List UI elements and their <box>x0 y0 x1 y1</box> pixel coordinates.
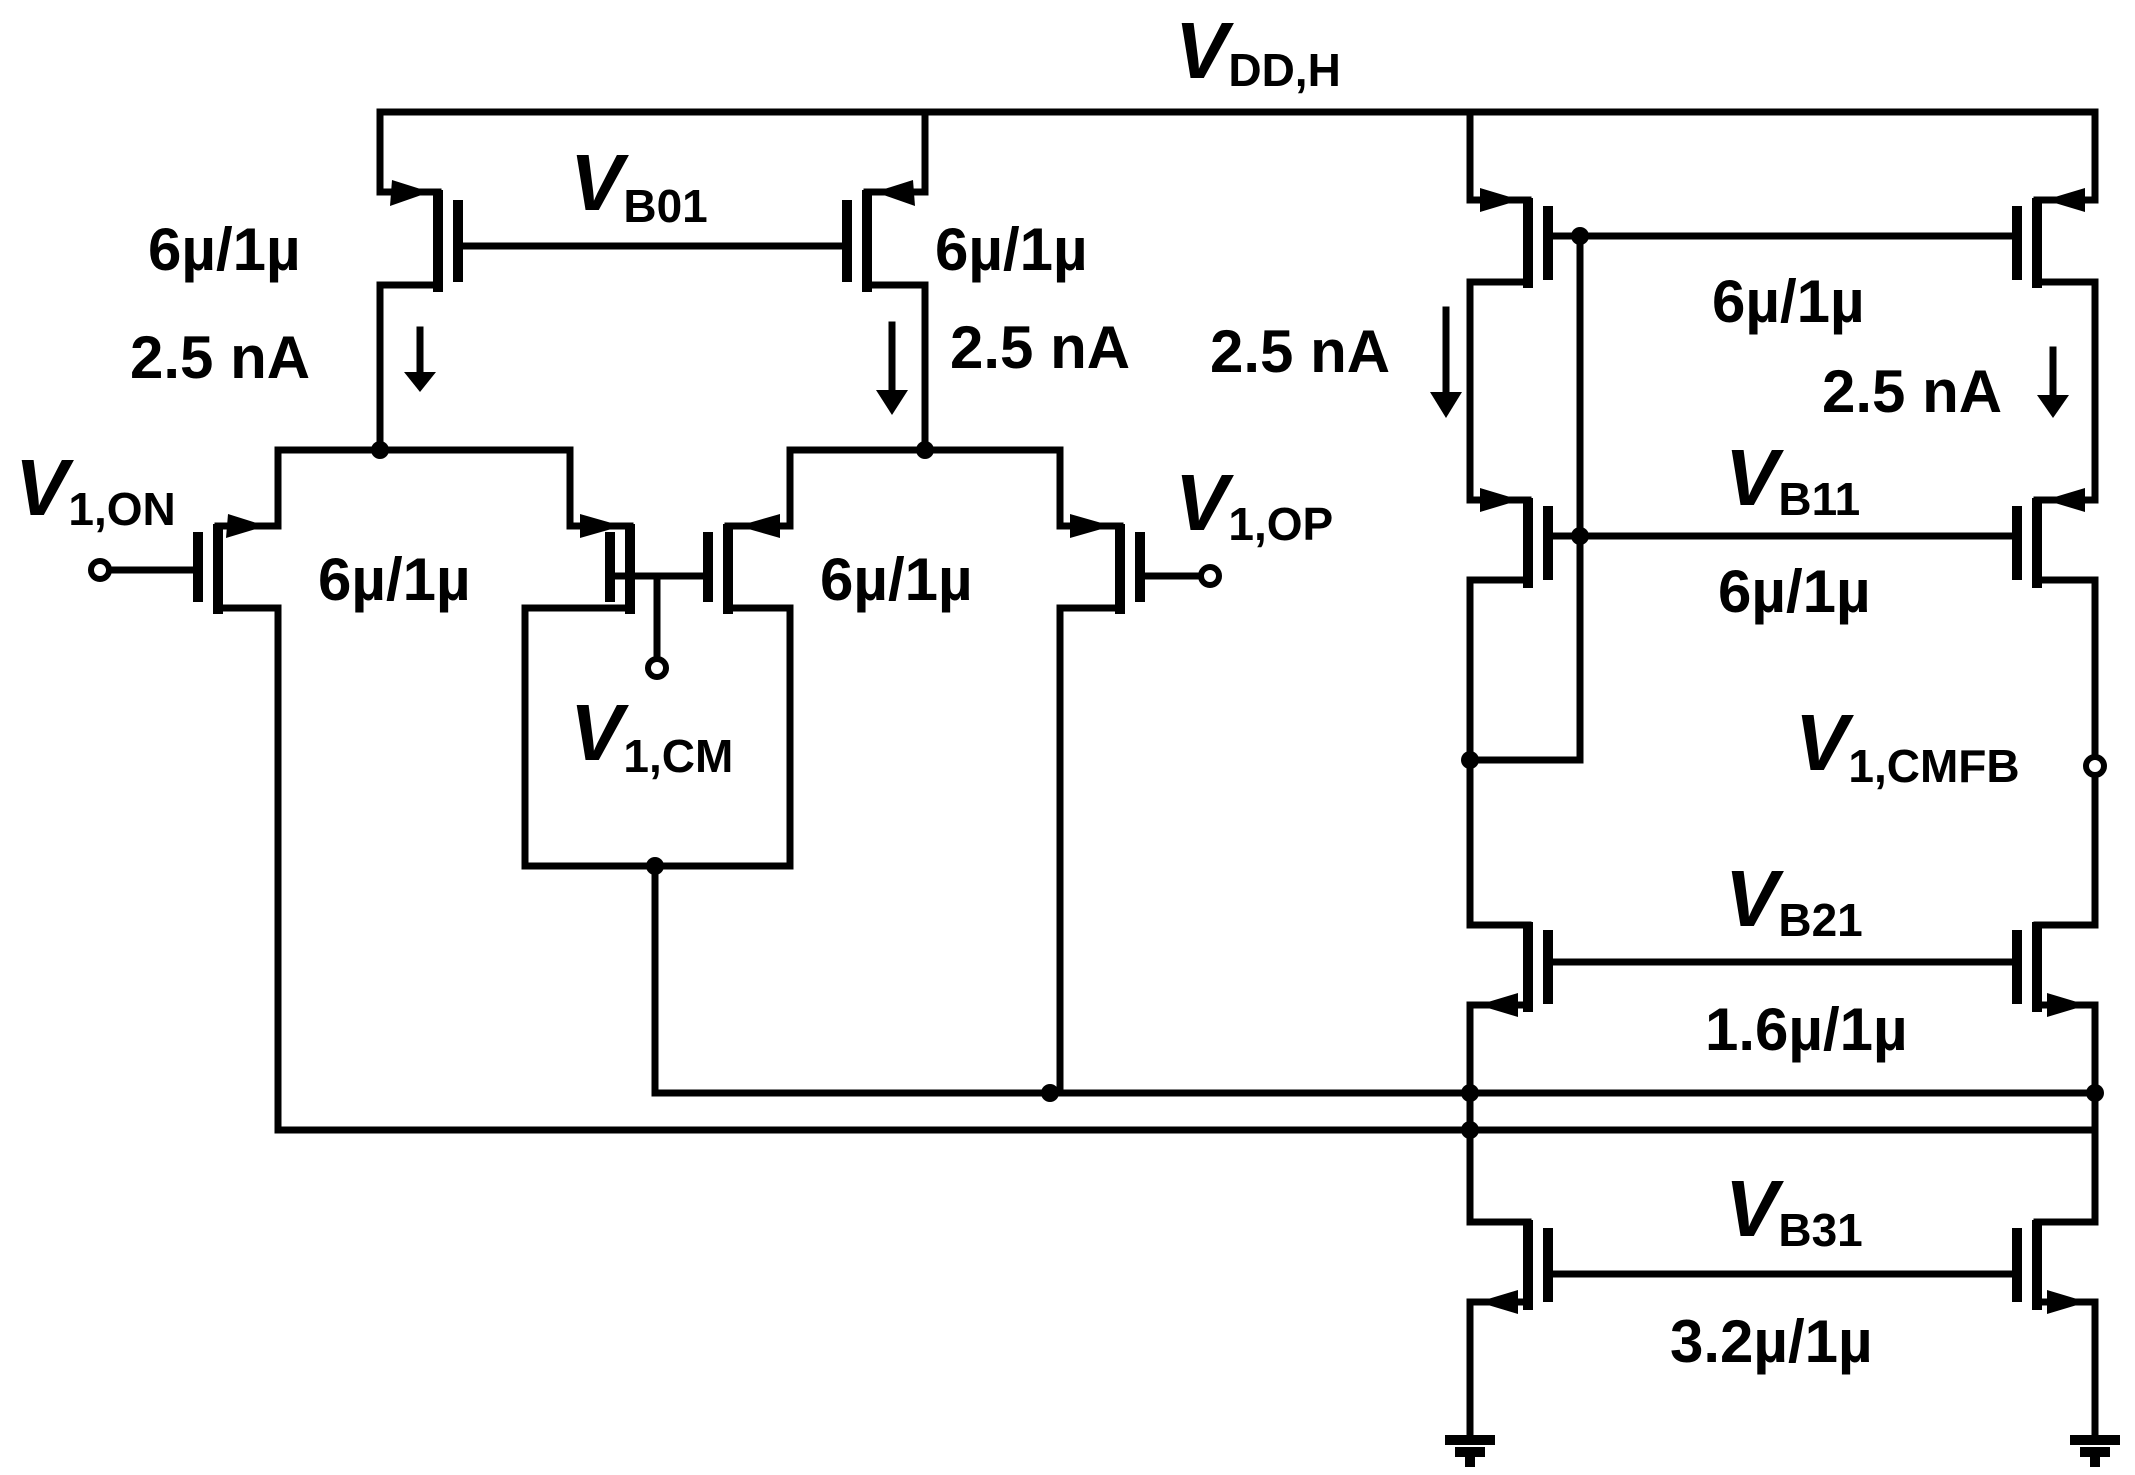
cmfb-left-arrows <box>1480 188 1520 212</box>
current-arrow-right2-head <box>2037 395 2069 418</box>
ground-left-icon <box>1445 1435 1495 1467</box>
cmfb-right-gates <box>2012 198 2042 1310</box>
cmfb-right-column <box>2033 108 2099 1444</box>
cmfb-right-arrows <box>2045 188 2085 212</box>
left-pair-arrows <box>226 514 266 538</box>
node-mid-tail <box>916 441 934 459</box>
arrow-m3 <box>738 514 780 538</box>
node-left-tail <box>371 441 389 459</box>
left-pair-wiring <box>214 446 1124 1134</box>
size-pmos-mid: 6µ/1µ <box>935 216 1088 283</box>
label-v1on: V1,ON <box>15 443 176 535</box>
cmfb-right-cas-arrow <box>2045 488 2085 512</box>
label-v1cm: V1,CM <box>570 688 733 782</box>
arrow-m4 <box>1070 514 1112 538</box>
cmfb-left-column <box>1466 108 1584 1444</box>
arrow-m2 <box>580 514 622 538</box>
cmfb-left-gates <box>1523 198 1553 1310</box>
node-bus-a <box>1041 1084 1059 1102</box>
current-left: 2.5 nA <box>130 324 310 391</box>
label-vb11: VB11 <box>1725 433 1860 525</box>
size-pair-right: 6µ/1µ <box>820 546 973 613</box>
tail-pmos-left <box>376 108 442 454</box>
bus-a <box>651 862 2099 1097</box>
current-arrow-mid-head <box>876 390 908 415</box>
v1cm-pin[interactable] <box>645 656 669 680</box>
node-diode <box>1571 227 1589 245</box>
tail-pmos-mid-arrow <box>875 180 915 206</box>
size-b31: 3.2µ/1µ <box>1670 1308 1873 1375</box>
size-cmfb-top: 6µ/1µ <box>1712 268 1865 335</box>
label-vdd: VDD,H <box>1175 6 1341 96</box>
tail-pmos-left-arrow <box>390 180 430 206</box>
cmfb-b21-arrow <box>1478 993 1518 1017</box>
node-cas <box>1571 527 1589 545</box>
current-right2: 2.5 nA <box>1822 358 2002 425</box>
current-mid: 2.5 nA <box>950 314 1130 381</box>
v1on-pin[interactable] <box>88 558 112 582</box>
label-vb31: VB31 <box>1725 1164 1863 1256</box>
size-pmos-left: 6µ/1µ <box>148 216 301 283</box>
tail-pmos-mid-gate <box>842 190 872 292</box>
label-vb21: VB21 <box>1725 854 1863 946</box>
current-arrow-right1-head <box>1430 392 1462 418</box>
v1op-pin[interactable] <box>1198 564 1222 588</box>
label-vb01: VB01 <box>570 138 708 232</box>
size-pair-left: 6µ/1µ <box>318 546 471 613</box>
tail-pmos-left-gate <box>433 190 463 292</box>
node-cmfb-left <box>1461 751 1479 769</box>
cmfb-cas-arrow <box>1480 488 1520 512</box>
v1cm-wire <box>606 572 712 664</box>
current-right1: 2.5 nA <box>1210 318 1390 385</box>
size-cmfb-cas: 6µ/1µ <box>1718 558 1871 625</box>
label-v1op: V1,OP <box>1175 458 1333 550</box>
size-b21: 1.6µ/1µ <box>1705 996 1908 1063</box>
current-arrow-left-head <box>404 372 436 392</box>
cmfb-right-b21-arrow <box>2047 993 2087 1017</box>
ground-right-icon <box>2070 1435 2120 1467</box>
cmfb-b31-arrow <box>1478 1290 1518 1314</box>
v1cmfb-pin[interactable] <box>2083 754 2107 778</box>
label-v1cmfb: V1,CMFB <box>1795 698 2020 792</box>
cmfb-right-b31-arrow <box>2047 1290 2087 1314</box>
node-cm <box>646 857 664 875</box>
